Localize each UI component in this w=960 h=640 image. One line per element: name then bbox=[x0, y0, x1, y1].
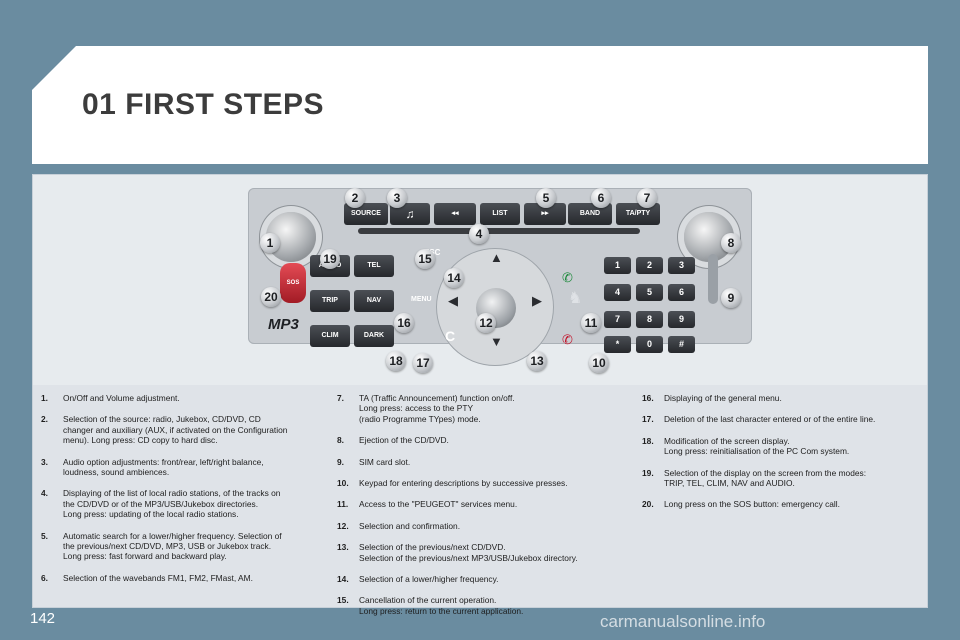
page-number: 142 bbox=[30, 610, 56, 627]
legend-item: 14.Selection of a lower/higher frequency… bbox=[337, 574, 499, 585]
menu-label: MENU bbox=[411, 296, 432, 303]
callout-20: 20 bbox=[261, 287, 281, 307]
band-button: BAND bbox=[568, 203, 612, 225]
peugeot-services-icon: ♞ bbox=[568, 290, 583, 307]
audio-options-button: ♫ bbox=[390, 203, 430, 225]
arrow-up-icon: ▲ bbox=[490, 250, 503, 265]
legend-item: 16.Displaying of the general menu. bbox=[642, 393, 782, 403]
seek-up-button: ▸▸ bbox=[524, 203, 566, 225]
legend-item: 9.SIM card slot. bbox=[337, 456, 411, 467]
keypad-6: 6 bbox=[668, 284, 695, 301]
callout-13: 13 bbox=[527, 351, 547, 371]
legend-item: 8.Ejection of the CD/DVD. bbox=[337, 435, 449, 446]
legend-item: 2.Selection of the source: radio, Jukebo… bbox=[41, 414, 288, 446]
sim-slot bbox=[708, 254, 718, 304]
legend-item: 20.Long press on the SOS button: emergen… bbox=[642, 499, 840, 510]
legend-item: 19.Selection of the display on the scree… bbox=[642, 467, 867, 489]
legend-item: 17.Deletion of the last character entere… bbox=[642, 414, 876, 425]
list-button: LIST bbox=[480, 203, 520, 225]
tel-button: TEL bbox=[354, 255, 394, 277]
keypad-5: 5 bbox=[636, 284, 663, 301]
callout-15: 15 bbox=[415, 249, 435, 269]
trip-button: TRIP bbox=[310, 290, 350, 312]
legend-item: 18.Modification of the screen display. L… bbox=[642, 435, 850, 457]
legend-item: 4.Displaying of the list of local radio … bbox=[41, 488, 281, 520]
legend-item: 15.Cancellation of the current operation… bbox=[337, 595, 524, 616]
keypad-8: 8 bbox=[636, 311, 663, 328]
legend-item: 10.Keypad for entering descriptions by s… bbox=[337, 478, 568, 489]
legend-item: 6.Selection of the wavebands FM1, FM2, F… bbox=[41, 572, 253, 583]
clim-button: CLIM bbox=[310, 325, 350, 347]
mp3-logo: MP3 bbox=[268, 316, 299, 333]
ta-pty-button: TA/PTY bbox=[616, 203, 660, 225]
legend-item: 3.Audio option adjustments: front/rear, … bbox=[41, 456, 264, 478]
callout-7: 7 bbox=[637, 188, 657, 208]
watermark: carmanualsonline.info bbox=[600, 612, 766, 631]
callout-2: 2 bbox=[345, 188, 365, 208]
clear-label: C bbox=[445, 328, 456, 344]
callout-4: 4 bbox=[469, 224, 489, 244]
legend-item: 12.Selection and confirmation. bbox=[337, 520, 461, 531]
callout-12: 12 bbox=[476, 313, 496, 333]
legend-column-3: 16.Displaying of the general menu. 17.De… bbox=[642, 393, 922, 521]
keypad-7: 7 bbox=[604, 311, 631, 328]
callout-10: 10 bbox=[589, 353, 609, 373]
arrow-down-icon: ▼ bbox=[490, 334, 503, 349]
callout-11: 11 bbox=[581, 313, 601, 333]
callout-17: 17 bbox=[413, 353, 433, 373]
legend-item: 13.Selection of the previous/next CD/DVD… bbox=[337, 542, 578, 563]
content-panel: SOURCE ♫ ◂◂ LIST ▸▸ BAND TA/PTY SOS AUDI… bbox=[32, 174, 928, 616]
radio-faceplate-illustration: SOURCE ♫ ◂◂ LIST ▸▸ BAND TA/PTY SOS AUDI… bbox=[248, 188, 752, 366]
legend-column-1: 1.On/Off and Volume adjustment. 2.Select… bbox=[41, 393, 323, 594]
callout-16: 16 bbox=[394, 313, 414, 333]
legend-item: 7.TA (Traffic Announcement) function on/… bbox=[337, 393, 515, 424]
keypad-1: 1 bbox=[604, 257, 631, 274]
keypad-4: 4 bbox=[604, 284, 631, 301]
callout-18: 18 bbox=[386, 351, 406, 371]
legend-item: 11.Access to the "PEUGEOT" services menu… bbox=[337, 499, 518, 510]
dark-button: DARK bbox=[354, 325, 394, 347]
keypad-9: 9 bbox=[668, 311, 695, 328]
callout-6: 6 bbox=[591, 188, 611, 208]
callout-14: 14 bbox=[444, 268, 464, 288]
legend-item: 5.Automatic search for a lower/higher fr… bbox=[41, 530, 282, 562]
page-header: 01 FIRST STEPS bbox=[32, 46, 928, 164]
phone-hangup-icon: ✆ bbox=[562, 332, 573, 347]
page-title: 01 FIRST STEPS bbox=[82, 88, 325, 121]
keypad-3: 3 bbox=[668, 257, 695, 274]
callout-8: 8 bbox=[721, 233, 741, 253]
sos-button: SOS bbox=[280, 263, 306, 303]
callout-1: 1 bbox=[260, 233, 280, 253]
callout-9: 9 bbox=[721, 288, 741, 308]
arrow-right-icon: ▶ bbox=[532, 293, 542, 308]
keypad-hash: # bbox=[668, 336, 695, 353]
legend-column-2: 7.TA (Traffic Announcement) function on/… bbox=[337, 393, 627, 627]
callout-3: 3 bbox=[387, 188, 407, 208]
keypad-0: 0 bbox=[636, 336, 663, 353]
callout-19: 19 bbox=[320, 249, 340, 269]
nav-button: NAV bbox=[354, 290, 394, 312]
phone-pickup-icon: ✆ bbox=[562, 270, 573, 285]
callout-5: 5 bbox=[536, 188, 556, 208]
source-button: SOURCE bbox=[344, 203, 388, 225]
keypad-star: * bbox=[604, 336, 631, 353]
keypad-2: 2 bbox=[636, 257, 663, 274]
seek-down-button: ◂◂ bbox=[434, 203, 476, 225]
cd-slot bbox=[358, 228, 640, 234]
legend-item: 1.On/Off and Volume adjustment. bbox=[41, 393, 180, 403]
arrow-left-icon: ◀ bbox=[448, 293, 458, 308]
